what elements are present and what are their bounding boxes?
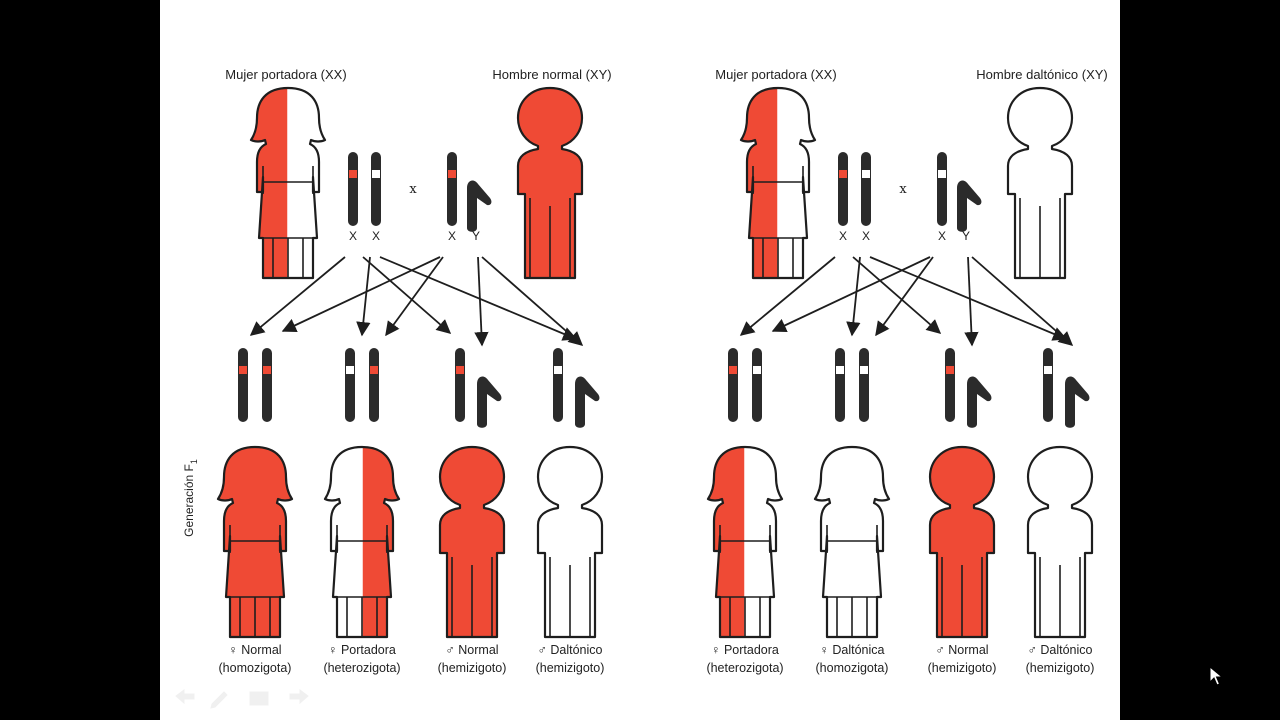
offspring-label: ♀ Normal <box>228 643 281 657</box>
offspring-label: ♀ Daltónica <box>820 643 885 657</box>
offspring-label: ♂ Daltónico <box>1028 643 1093 657</box>
offspring-chromosome-x <box>345 348 355 422</box>
chromosome-label: X <box>938 229 946 243</box>
offspring-chromosome-x <box>553 348 563 422</box>
arrows-layer <box>249 256 1074 347</box>
arrow <box>875 256 934 337</box>
offspring-chromosome-x <box>859 348 869 422</box>
arrow <box>474 256 489 347</box>
generation-label: Generación F1 <box>182 459 199 537</box>
chromosome-label: X <box>349 229 357 243</box>
offspring-label: ♂ Daltónico <box>538 643 603 657</box>
offspring-chromosome-y <box>1065 376 1090 428</box>
mother-chromosome-x <box>861 152 871 226</box>
father-label: Hombre normal (XY) <box>492 67 611 82</box>
mother-chromosome-x <box>838 152 848 226</box>
arrow <box>379 256 578 341</box>
slide: Mujer portadora (XX) Hombre normal (XY) X X… <box>160 0 1120 720</box>
arrow <box>971 256 1074 346</box>
chromosome-label: Y <box>962 229 970 243</box>
mother-chromosome-x <box>348 152 358 226</box>
previous-icon[interactable] <box>175 689 195 705</box>
offspring-sublabel: (homozigota) <box>219 661 292 675</box>
arrow <box>739 256 836 336</box>
next-icon[interactable] <box>289 689 309 705</box>
cross-symbol: x <box>409 182 417 197</box>
arrow <box>249 256 346 336</box>
offspring-figure <box>928 445 996 639</box>
arrow <box>356 256 371 337</box>
arrow <box>362 256 452 334</box>
offspring-figure <box>216 445 294 639</box>
arrow <box>846 256 861 337</box>
offspring-chromosome-x <box>369 348 379 422</box>
chromosome-label: X <box>372 229 380 243</box>
offspring-figure <box>813 445 891 639</box>
arrow <box>869 256 1068 341</box>
chromosome-label: X <box>862 229 870 243</box>
offspring-sublabel: (heterozigota) <box>706 661 783 675</box>
offspring-sublabel: (heterozigota) <box>323 661 400 675</box>
offspring-chromosome-x <box>455 348 465 422</box>
father-chromosome-y <box>957 180 982 232</box>
offspring-chromosome-x <box>238 348 248 422</box>
father-chromosome-y <box>467 180 492 232</box>
menu-icon[interactable] <box>249 691 269 706</box>
mother-label: Mujer portadora (XX) <box>715 67 836 82</box>
offspring-figure <box>438 445 506 639</box>
mouse-cursor-icon <box>1209 666 1224 686</box>
offspring-label: ♀ Portadora <box>711 643 779 657</box>
offspring-sublabel: (hemizigoto) <box>1026 661 1095 675</box>
arrow <box>771 256 931 332</box>
offspring-chromosome-x <box>752 348 762 422</box>
offspring-chromosome-x <box>1043 348 1053 422</box>
offspring-sublabel: (hemizigoto) <box>438 661 507 675</box>
cross-symbol: x <box>899 182 907 197</box>
mother-figure <box>739 86 817 280</box>
chromosome-label: X <box>448 229 456 243</box>
generation-label-text: Generación F <box>182 464 196 537</box>
father-figure <box>516 86 584 280</box>
offspring-label: ♂ Normal <box>935 643 988 657</box>
chromosome-label: Y <box>472 229 480 243</box>
father-chromosome-x <box>937 152 947 226</box>
inheritance-diagram: Mujer portadora (XX) Hombre normal (XY) X X… <box>182 67 1108 675</box>
arrow <box>281 256 441 332</box>
offspring-chromosome-x <box>835 348 845 422</box>
offspring-sublabel: (hemizigoto) <box>928 661 997 675</box>
arrow <box>852 256 942 334</box>
offspring-chromosome-y <box>575 376 600 428</box>
father-label: Hombre daltónico (XY) <box>976 67 1108 82</box>
father-figure <box>1006 86 1074 280</box>
pen-icon[interactable] <box>210 691 228 709</box>
text-layer: Mujer portadora (XX) Hombre normal (XY) X X… <box>182 67 1108 675</box>
generation-subscript: 1 <box>189 459 199 464</box>
offspring-chromosome-y <box>477 376 502 428</box>
father-chromosome-x <box>447 152 457 226</box>
offspring-chromosome-y <box>967 376 992 428</box>
offspring-label: ♂ Normal <box>445 643 498 657</box>
arrow <box>385 256 444 337</box>
mother-figure <box>249 86 327 280</box>
offspring-chromosome-x <box>945 348 955 422</box>
slide-toolbar[interactable] <box>172 688 322 710</box>
offspring-figure <box>1026 445 1094 639</box>
offspring-sublabel: (hemizigoto) <box>536 661 605 675</box>
figures-layer <box>216 86 1094 639</box>
offspring-label: ♀ Portadora <box>328 643 396 657</box>
offspring-figure <box>323 445 401 639</box>
arrow <box>481 256 584 346</box>
chromosome-label: X <box>839 229 847 243</box>
offspring-figure <box>706 445 784 639</box>
offspring-sublabel: (homozigota) <box>816 661 889 675</box>
offspring-chromosome-x <box>728 348 738 422</box>
offspring-figure <box>536 445 604 639</box>
mother-chromosome-x <box>371 152 381 226</box>
arrow <box>964 256 979 347</box>
offspring-chromosome-x <box>262 348 272 422</box>
mother-label: Mujer portadora (XX) <box>225 67 346 82</box>
